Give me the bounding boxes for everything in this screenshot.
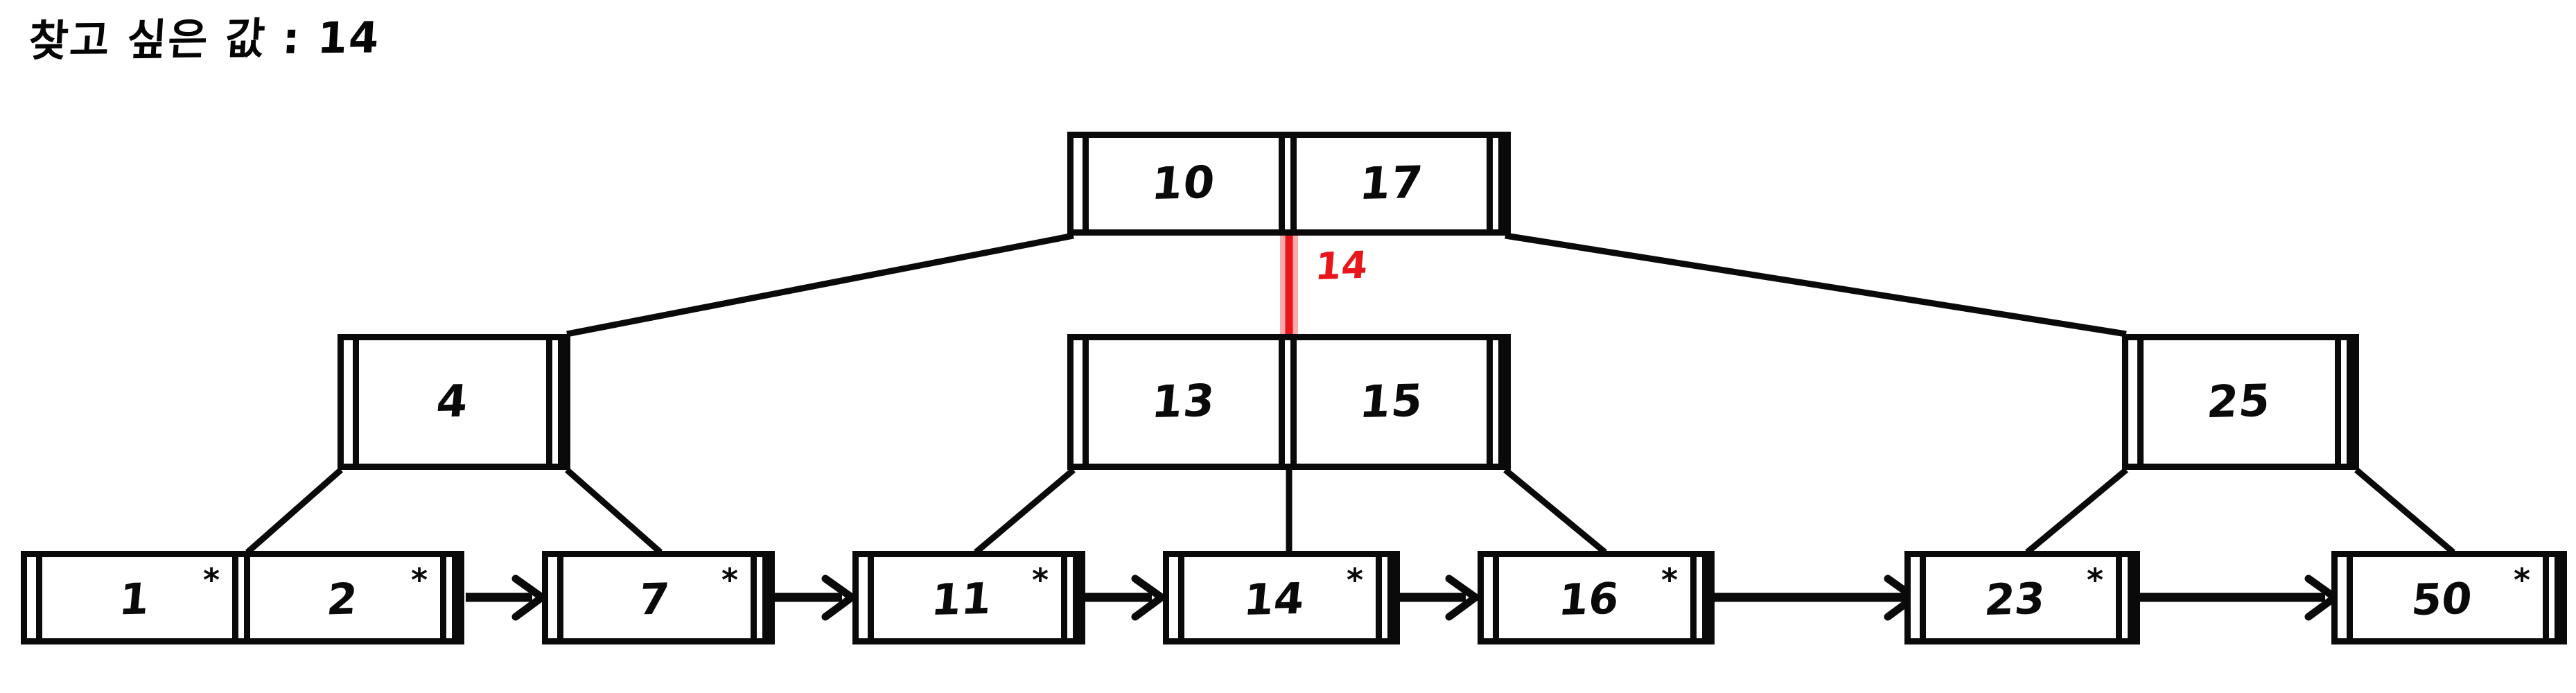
leaf-11-key-0: 11 <box>929 572 995 625</box>
leaf-7-key-0: 7 <box>636 572 672 625</box>
leaf-50-key-0: 50 <box>2409 572 2475 625</box>
leaf-23-pointer-1[interactable] <box>2116 557 2134 638</box>
leaf-50[interactable]: 50 * <box>2331 551 2567 644</box>
leaf-14-pointer-1[interactable] <box>1376 557 1394 638</box>
internal-node-25[interactable]: 25 <box>2122 334 2359 470</box>
edge-node4-to-leaf-7 <box>565 467 663 555</box>
leaf-50-pointer-0[interactable] <box>2338 557 2353 638</box>
root-key-1: 17 <box>1357 157 1426 211</box>
edge-root-to-node4 <box>566 232 1074 337</box>
node1315-pointer-2[interactable] <box>1487 340 1505 464</box>
internal-node-4[interactable]: 4 <box>338 334 570 470</box>
node1315-key-0: 13 <box>1149 375 1218 429</box>
leaf-16-star-0: * <box>1661 561 1678 599</box>
node1315-cell-1[interactable]: 15 <box>1297 340 1487 464</box>
leaf-11-star-0: * <box>1031 561 1049 599</box>
leaf-50-pointer-1[interactable] <box>2543 557 2561 638</box>
internal-node-13-15[interactable]: 13 15 <box>1067 334 1511 470</box>
leaf-16-key-0: 16 <box>1556 572 1622 625</box>
node4-cell-0[interactable]: 4 <box>359 340 546 464</box>
leaf-16[interactable]: 16 * <box>1478 551 1715 644</box>
root-key-0: 10 <box>1149 157 1218 211</box>
leaf-11-cell-0[interactable]: 11 * <box>874 557 1061 638</box>
node4-pointer-1[interactable] <box>546 340 564 464</box>
node25-pointer-1[interactable] <box>2335 340 2353 464</box>
node25-key-0: 25 <box>2205 375 2274 429</box>
leaf-23-pointer-0[interactable] <box>1911 557 1926 638</box>
leaf-arrow-head-3 <box>1131 574 1166 621</box>
root-pointer-0[interactable] <box>1074 138 1089 229</box>
leaf-1-2-cell-1[interactable]: 2 * <box>250 557 440 638</box>
leaf-23-star-0: * <box>2086 561 2103 599</box>
root-node[interactable]: 10 17 <box>1067 132 1511 236</box>
edge-node1315-to-leaf-11 <box>974 467 1076 555</box>
leaf-arrow-head-4 <box>1445 574 1480 621</box>
leaf-1-2-pointer-2[interactable] <box>440 557 458 638</box>
root-pointer-1[interactable] <box>1279 138 1297 229</box>
leaf-1-2-pointer-0[interactable] <box>27 557 42 638</box>
root-pointer-2[interactable] <box>1487 138 1505 229</box>
leaf-7-star-0: * <box>721 561 738 599</box>
node1315-cell-0[interactable]: 13 <box>1089 340 1279 464</box>
leaf-1-2-key-0: 1 <box>116 572 152 625</box>
leaf-1-2-star-1: * <box>410 561 428 599</box>
edge-node25-to-leaf-23 <box>2025 467 2128 555</box>
node1315-key-1: 15 <box>1357 375 1426 429</box>
leaf-7-pointer-0[interactable] <box>548 557 563 638</box>
leaf-1-2-star-0: * <box>202 561 220 599</box>
leaf-50-star-0: * <box>2513 561 2530 599</box>
root-cell-0[interactable]: 10 <box>1089 138 1279 229</box>
leaf-11-pointer-1[interactable] <box>1061 557 1079 638</box>
leaf-16-pointer-1[interactable] <box>1690 557 1708 638</box>
leaf-16-pointer-0[interactable] <box>1484 557 1499 638</box>
leaf-23[interactable]: 23 * <box>1904 551 2140 644</box>
root-cell-1[interactable]: 17 <box>1297 138 1487 229</box>
node4-key-0: 4 <box>434 376 471 428</box>
leaf-23-cell-0[interactable]: 23 * <box>1926 557 2116 638</box>
leaf-7[interactable]: 7 * <box>542 551 775 644</box>
leaf-16-cell-0[interactable]: 16 * <box>1499 557 1690 638</box>
leaf-7-pointer-1[interactable] <box>751 557 769 638</box>
leaf-14[interactable]: 14 * <box>1163 551 1400 644</box>
node1315-pointer-1[interactable] <box>1279 340 1297 464</box>
edge-node4-to-leaf-1-2 <box>245 467 343 555</box>
leaf-1-2-pointer-1[interactable] <box>232 557 250 638</box>
leaf-50-cell-0[interactable]: 50 * <box>2353 557 2543 638</box>
leaf-arrow-head-2 <box>821 574 856 621</box>
leaf-1-2[interactable]: 1 * 2 * <box>21 551 464 644</box>
leaf-14-cell-0[interactable]: 14 * <box>1184 557 1376 638</box>
edge-node25-to-leaf-50 <box>2354 467 2455 555</box>
leaf-7-cell-0[interactable]: 7 * <box>563 557 751 638</box>
node4-pointer-0[interactable] <box>344 340 359 464</box>
leaf-11-pointer-0[interactable] <box>859 557 874 638</box>
leaf-11[interactable]: 11 * <box>852 551 1085 644</box>
leaf-1-2-cell-0[interactable]: 1 * <box>42 557 232 638</box>
node25-cell-0[interactable]: 25 <box>2144 340 2335 464</box>
leaf-14-pointer-0[interactable] <box>1169 557 1184 638</box>
edge-node1315-to-leaf-16 <box>1503 467 1607 555</box>
node25-pointer-0[interactable] <box>2128 340 2144 464</box>
leaf-14-star-0: * <box>1346 561 1363 599</box>
page-title: 찾고 싶은 값 : 14 <box>27 12 382 67</box>
leaf-1-2-key-1: 2 <box>324 572 360 625</box>
leaf-14-key-0: 14 <box>1241 572 1307 625</box>
leaf-23-key-0: 23 <box>1982 572 2048 625</box>
node1315-pointer-0[interactable] <box>1074 340 1089 464</box>
search-key-annotation: 14 <box>1313 243 1370 289</box>
edge-root-to-node25 <box>1505 232 2127 337</box>
